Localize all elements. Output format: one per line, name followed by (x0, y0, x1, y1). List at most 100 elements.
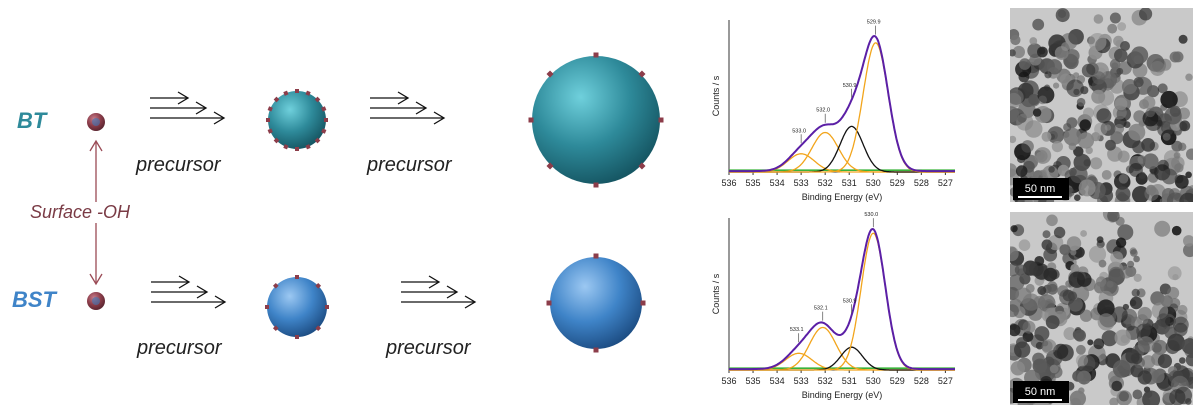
bst-seed (87, 292, 105, 310)
x-axis-label: Binding Energy (eV) (802, 192, 883, 202)
tem-image-bst: 50 nm (1010, 212, 1193, 405)
reaction-arrow (401, 275, 477, 309)
tem-micrograph (1010, 212, 1193, 405)
reaction-arrow (150, 91, 226, 125)
reaction-arrow (151, 275, 227, 309)
surface-oh-group (295, 147, 299, 151)
peak-label: 529.9 (867, 20, 881, 26)
surface-oh-group (283, 90, 289, 96)
surface-oh-group (546, 70, 554, 78)
x-tick-label: 535 (746, 376, 761, 386)
x-tick-label: 533 (794, 178, 809, 188)
fit-component-series (729, 125, 955, 173)
x-tick-label: 528 (914, 376, 929, 386)
surface-oh-group (321, 106, 327, 112)
surface-oh-group (546, 300, 552, 306)
peak-label: 532.0 (816, 108, 830, 114)
x-tick-label: 530 (866, 178, 881, 188)
surface-oh-group (305, 90, 311, 96)
x-tick-label: 529 (890, 376, 905, 386)
surface-oh-group (305, 144, 311, 150)
scale-bar-line (1018, 399, 1062, 401)
surface-oh-group (267, 128, 273, 134)
x-tick-label: 528 (914, 178, 929, 188)
scale-bar-label: 50 nm (1024, 183, 1056, 195)
surface-oh-group (295, 275, 299, 279)
surface-oh-group (324, 118, 328, 122)
x-tick-label: 530 (866, 376, 881, 386)
precursor-label: precursor (386, 337, 471, 359)
surface-oh-group (283, 144, 289, 150)
surface-oh-group (314, 137, 321, 144)
precursor-label: precursor (367, 154, 452, 176)
surface-oh-group (315, 282, 322, 289)
surface-oh-group (273, 137, 280, 144)
bt-seed (87, 113, 105, 131)
x-tick-label: 534 (770, 376, 785, 386)
surface-oh-group (593, 52, 599, 58)
growth-schematic (87, 52, 664, 353)
x-tick-label: 534 (770, 178, 785, 188)
scale-bar-label: 50 nm (1024, 386, 1056, 398)
envelope-series (729, 227, 955, 371)
surface-oh-group (295, 335, 299, 339)
x-tick-label: 535 (746, 178, 761, 188)
surface-oh-group (640, 300, 646, 306)
surface-oh-label: Surface -OH (28, 202, 133, 223)
surface-oh-group (273, 96, 280, 103)
surface-oh-group (546, 162, 554, 170)
surface-oh-group (638, 162, 646, 170)
surface-oh-group (267, 106, 273, 112)
fit-component-series (729, 42, 955, 173)
peak-label: 530.0 (864, 212, 878, 218)
scale-bar-line (1018, 196, 1062, 198)
bt-small-particle (266, 89, 328, 151)
surface-oh-group (266, 118, 270, 122)
x-tick-label: 527 (938, 178, 953, 188)
scale-bar: 50 nm (1018, 183, 1062, 198)
scale-bar: 50 nm (1018, 386, 1062, 401)
x-tick-label: 527 (938, 376, 953, 386)
peak-label: 530.9 (843, 298, 857, 304)
tem-micrograph (1010, 8, 1193, 202)
surface-oh-group (265, 305, 269, 309)
peak-label: 533.0 (792, 128, 806, 134)
surface-oh-group (593, 347, 599, 353)
y-axis-label: Counts / s (711, 273, 721, 314)
surface-oh-group (658, 117, 664, 123)
surface-oh-group (321, 128, 327, 134)
envelope-series (729, 34, 955, 173)
surface-oh-group (593, 253, 599, 259)
bt-large-particle (528, 52, 664, 188)
x-tick-label: 532 (818, 178, 833, 188)
bt-label: BT (17, 108, 47, 133)
reaction-arrow (370, 91, 446, 125)
x-axis-label: Binding Energy (eV) (802, 390, 883, 400)
bst-small-particle (265, 275, 329, 339)
surface-oh-group (295, 89, 299, 93)
surface-oh-group (314, 96, 321, 103)
peak-label: 530.9 (843, 83, 857, 89)
x-tick-label: 531 (842, 376, 857, 386)
x-tick-label: 536 (721, 178, 736, 188)
surface-oh-group (593, 182, 599, 188)
precursor-label: precursor (137, 337, 222, 359)
precursor-label: precursor (136, 154, 221, 176)
surface-oh-group (315, 325, 322, 332)
surface-oh-group (528, 117, 534, 123)
fit-component-series (729, 346, 955, 371)
x-tick-label: 532 (818, 376, 833, 386)
y-axis-label: Counts / s (711, 75, 721, 116)
surface-oh-group (325, 305, 329, 309)
surface-oh-group (272, 325, 279, 332)
x-tick-label: 531 (842, 178, 857, 188)
surface-oh-group (272, 282, 279, 289)
x-tick-label: 529 (890, 178, 905, 188)
x-tick-label: 533 (794, 376, 809, 386)
peak-label: 533.1 (790, 327, 804, 333)
peak-label: 532.1 (814, 306, 828, 312)
bst-large-particle (546, 253, 646, 353)
bst-label: BST (12, 287, 56, 312)
